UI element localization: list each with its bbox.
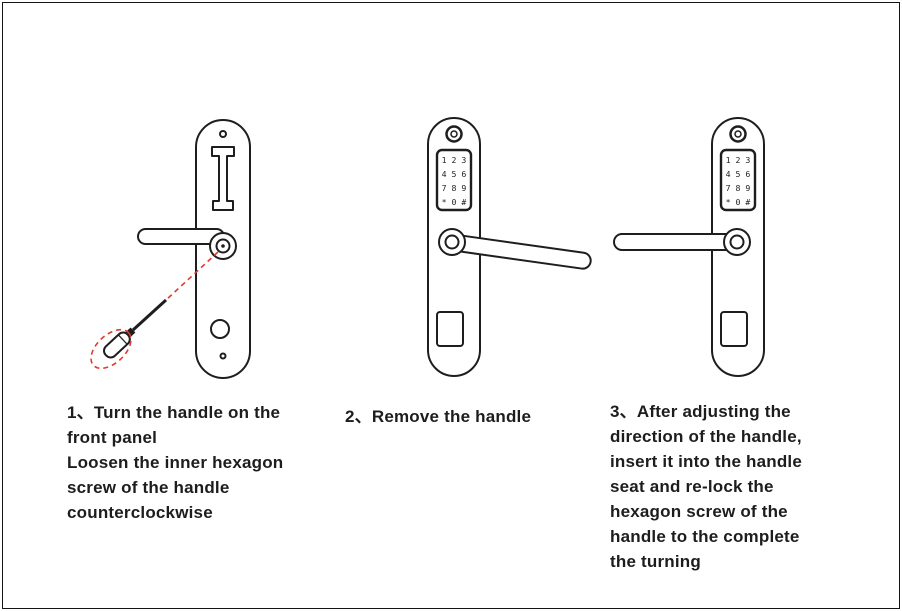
handle-hub-step2 xyxy=(438,228,466,256)
screw-center-dot xyxy=(221,244,225,248)
fingerprint-sensor xyxy=(445,125,463,143)
keypad xyxy=(435,148,473,212)
lock-diagram: 1 2 3 4 5 6 7 8 9 * 0 # 1 2 xyxy=(90,117,765,379)
card-window-step2 xyxy=(436,311,464,347)
hexagon-screw-step2 xyxy=(444,234,460,250)
keypad-row-3: 7 8 9 xyxy=(442,183,467,193)
fingerprint-sensor-inner xyxy=(450,130,458,138)
keypad-row-4: * 0 # xyxy=(726,197,751,207)
keypad-digits: 1 2 3 4 5 6 7 8 9 * 0 # xyxy=(442,155,467,207)
bottom-screw-dot xyxy=(219,352,227,360)
card-window-step3 xyxy=(720,311,748,347)
hexagon-screw-step3 xyxy=(729,234,745,250)
keypad-row-3: 7 8 9 xyxy=(726,183,751,193)
keypad-row-1: 1 2 3 xyxy=(442,155,467,165)
keypad-step3 xyxy=(719,148,757,212)
step3-illustration: 1 2 3 4 5 6 7 8 9 * 0 # xyxy=(613,117,765,377)
step-2-caption: 2、Remove the handle xyxy=(345,407,532,426)
red-dashed-circle xyxy=(90,328,132,370)
step2-illustration: 1 2 3 4 5 6 7 8 9 * 0 # xyxy=(427,117,592,377)
keypad-row-1: 1 2 3 xyxy=(726,155,751,165)
key-cylinder xyxy=(210,319,230,339)
screwdriver-grip-line xyxy=(117,334,128,345)
handle-hub-step3 xyxy=(723,228,751,256)
screwdriver-icon xyxy=(90,298,168,370)
keypad-step3-digits: 1 2 3 4 5 6 7 8 9 * 0 # xyxy=(726,155,751,207)
hexagon-screw xyxy=(215,238,231,254)
keypad-row-4: * 0 # xyxy=(442,197,467,207)
screwdriver-handle xyxy=(102,331,131,359)
step-1-caption: 1、Turn the handle on the front panel Loo… xyxy=(67,403,284,522)
fingerprint-sensor-step3-inner xyxy=(734,130,742,138)
red-dashed-guide-line xyxy=(165,251,219,301)
step-3-caption: 3、After adjusting the direction of the h… xyxy=(610,402,803,571)
screwdriver-shaft xyxy=(131,298,168,332)
top-screw-dot xyxy=(219,130,227,138)
step1-illustration xyxy=(90,119,251,379)
fingerprint-sensor-step3 xyxy=(729,125,747,143)
keypad-row-2: 4 5 6 xyxy=(726,169,751,179)
keypad-row-2: 4 5 6 xyxy=(442,169,467,179)
panel-slot xyxy=(211,146,235,211)
